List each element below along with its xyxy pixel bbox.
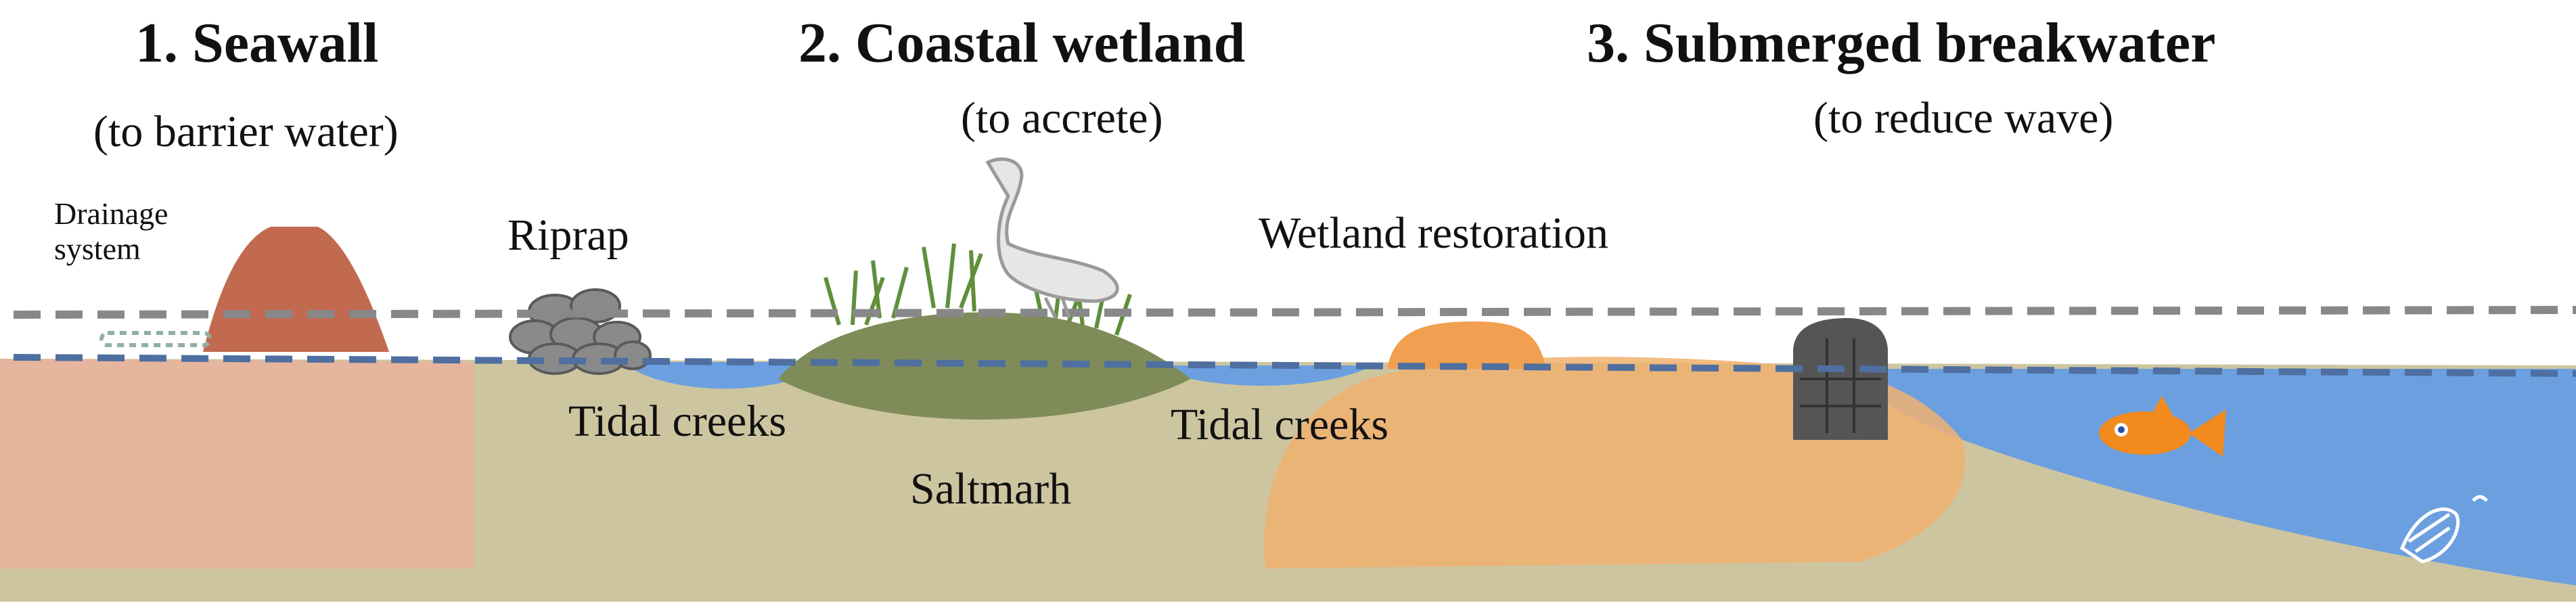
section-subtitle-seawall: (to barrier water) xyxy=(93,107,399,156)
drainage-system-label: Drainage system xyxy=(54,196,168,266)
wetland-restoration-crest xyxy=(1387,321,1546,369)
shell-icon xyxy=(2399,495,2488,564)
section-subtitle-coastal-wetland: (to accrete) xyxy=(961,93,1163,143)
tidal-creek-right-water xyxy=(1150,365,1374,386)
section-title-seawall: 1. Seawall xyxy=(135,12,379,74)
section-title-coastal-wetland: 2. Coastal wetland xyxy=(798,12,1246,74)
tidal-creeks-left-label: Tidal creeks xyxy=(568,397,787,446)
sea-water xyxy=(1827,369,2576,585)
drainage-pipe xyxy=(99,331,212,347)
seawall-base xyxy=(0,359,474,568)
submerged-breakwater xyxy=(1793,318,1888,440)
crane-bird xyxy=(985,157,1119,319)
wetland-restoration-fill xyxy=(1264,357,1966,568)
saltmarsh-label: Saltmarh xyxy=(910,464,1072,514)
low-water-line xyxy=(13,354,2576,377)
tidal-creek-left-water xyxy=(623,362,832,389)
section-title-submerged-breakwater: 3. Submerged breakwater xyxy=(1587,12,2216,74)
seawall-crest xyxy=(203,227,389,352)
wetland-restoration-label: Wetland restoration xyxy=(1259,208,1609,258)
fish-icon xyxy=(2099,396,2226,457)
riprap-label: Riprap xyxy=(507,210,629,260)
section-subtitle-submerged-breakwater: (to reduce wave) xyxy=(1813,93,2114,143)
tidal-creeks-right-label: Tidal creeks xyxy=(1171,400,1389,449)
high-water-line xyxy=(13,306,2576,319)
